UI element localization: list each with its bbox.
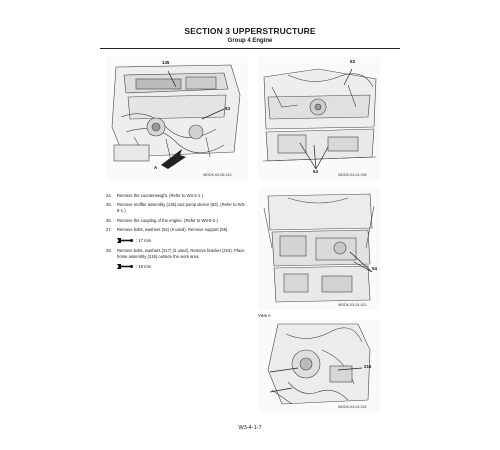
- callout-53: 53: [225, 106, 230, 111]
- step-text: Remove the coupling of the engine. (Refe…: [117, 217, 218, 223]
- figure-code: WDDK-03-04-039: [338, 173, 367, 177]
- header-divider: [100, 48, 400, 49]
- step-25: 25. Remove muffler assembly (135) and pu…: [106, 202, 246, 214]
- step-number: 24.: [106, 193, 112, 198]
- view-letter-a: A: [154, 165, 158, 170]
- step-text: Remove bolts, washers (217) (2 used). Re…: [117, 247, 245, 259]
- figure-code: WDDK-03-04-013: [338, 303, 367, 307]
- figure-muffler-assembly: 135 53 A WDDK-03-06-013: [106, 57, 248, 180]
- callout-53: 53: [350, 59, 355, 64]
- callout-54: 54: [372, 266, 377, 271]
- engine-illustration-3: [263, 193, 375, 303]
- step-27: 27. Remove bolts, washers (54) (6 used).…: [106, 227, 246, 233]
- step-number: 27.: [106, 227, 112, 233]
- callout-135: 135: [162, 60, 170, 65]
- step-26: 26. Remove the coupling of the engine. (…: [106, 218, 246, 224]
- step-number: 28.: [106, 247, 112, 253]
- step-24: 24. Remove the counterweight. (Refer to …: [106, 193, 246, 199]
- engine-illustration-1: [111, 64, 241, 169]
- callout-216: 216: [364, 364, 372, 369]
- step-text: Remove bolts, washers (54) (6 used). Rem…: [117, 227, 229, 233]
- spec-value: : 19 mm: [136, 263, 152, 269]
- page-number: W3-4-1-7: [238, 425, 262, 431]
- figure-bracket-removal: 216 217 218 WDDK-03-04-015: [258, 320, 380, 412]
- step-text: Remove the counterweight. (Refer to W3-2…: [117, 193, 203, 198]
- wrench-icon: [117, 237, 133, 243]
- wrench-icon: [117, 263, 133, 269]
- figure-code: WDDK-03-04-015: [338, 405, 367, 409]
- step-28: 28. Remove bolts, washers (217) (2 used)…: [106, 248, 246, 260]
- wrench-spec-17: : 17 mm: [117, 237, 246, 244]
- figure-pump-device: 53 54 WDDK-03-04-039: [258, 57, 380, 180]
- wrench-spec-19: : 19 mm: [117, 263, 246, 270]
- figure-support-bolts: 54 WDDK-03-04-013: [258, 188, 380, 310]
- view-a-label: View A: [258, 313, 271, 318]
- step-text: Remove muffler assembly (135) and pump d…: [117, 202, 246, 214]
- figure-code: WDDK-03-06-013: [203, 173, 232, 177]
- step-number: 25.: [106, 202, 112, 208]
- engine-illustration-4: [267, 323, 371, 405]
- procedure-steps: 24. Remove the counterweight. (Refer to …: [106, 193, 246, 274]
- group-title: Group 4 Engine: [227, 38, 273, 44]
- section-title: SECTION 3 UPPERSTRUCTURE: [184, 26, 316, 36]
- callout-54: 54: [313, 169, 318, 174]
- engine-illustration-2: [262, 68, 377, 170]
- spec-value: : 17 mm: [136, 237, 152, 243]
- step-number: 26.: [106, 217, 112, 223]
